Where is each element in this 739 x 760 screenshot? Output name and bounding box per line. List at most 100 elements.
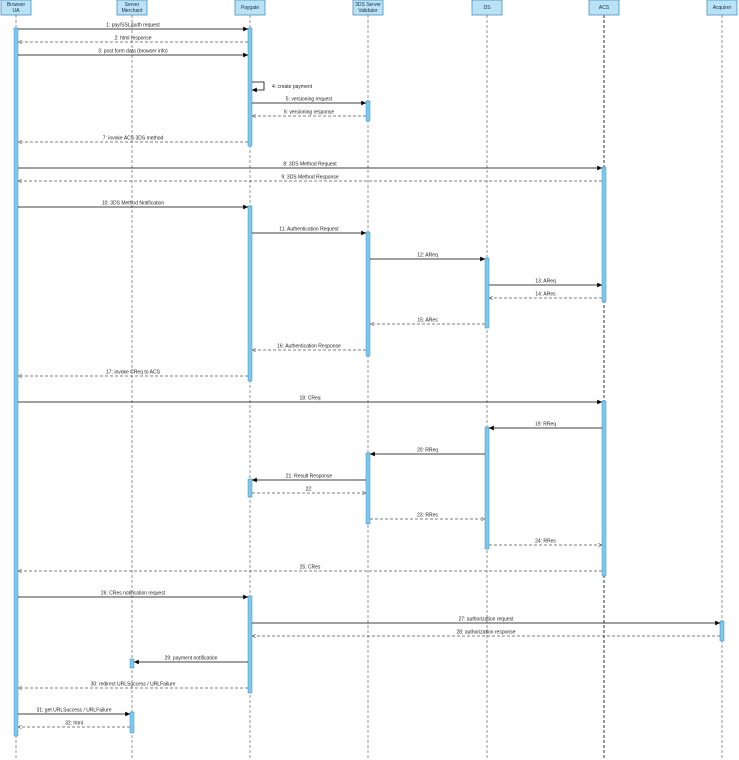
activation-bar [601, 400, 607, 577]
message-14[interactable]: 14: ARes [489, 292, 602, 299]
message-15[interactable]: 15: ARes [370, 318, 485, 325]
message-label: 2: html response [115, 36, 152, 42]
message-label: 14: ARes [535, 292, 556, 298]
message-label: 30: redirect URLSuccess / URLFailure [91, 682, 176, 688]
message-12[interactable]: 12: AReq [370, 253, 485, 262]
message-17[interactable]: 17: invoke CReq to ACS [18, 370, 248, 377]
message-label: 16: Authentication Response [277, 344, 341, 350]
message-10[interactable]: 10: 3DS Method Notification [18, 201, 248, 210]
activation-bar [247, 478, 253, 498]
participant-name: ACS [599, 5, 610, 11]
message-8[interactable]: 8: 3DS Method Request [18, 162, 602, 171]
participant-merchant[interactable]: Server Merchant [116, 0, 148, 16]
message-19[interactable]: 19: RReq [489, 422, 602, 431]
message-label: 11: Authentication Request [279, 227, 339, 233]
self-message-arrow [252, 81, 265, 93]
message-label: 7: invoke ACS 3DS method [103, 136, 164, 142]
message-31[interactable]: 31: get URLSuccess / URLFailure [18, 708, 130, 717]
activation-bar [129, 658, 135, 669]
participant-acquirer[interactable]: Acquirer [706, 0, 738, 16]
participant-name: 3DS Server [355, 2, 381, 8]
message-23[interactable]: 23: RRes [370, 513, 485, 520]
message-27[interactable]: 27: authorization request [252, 617, 720, 626]
message-label: 1: pay/SSL/auth request [106, 23, 160, 29]
message-18[interactable]: 18: CReq [18, 396, 602, 405]
message-label: 20: RReq [417, 448, 438, 454]
message-label: 15: ARes [417, 318, 438, 324]
message-label: 10: 3DS Method Notification [102, 201, 164, 207]
activation-bar [719, 620, 725, 642]
message-3[interactable]: 3: post form data (browser info) [18, 49, 248, 58]
activation-bar [129, 711, 135, 734]
message-label: 25: CRes [300, 565, 321, 571]
activation-bar [247, 205, 253, 382]
activation-bar [484, 257, 490, 329]
message-label: 6: versioning response [284, 110, 335, 116]
message-label: 27: authorization request [458, 617, 514, 623]
activation-bar [601, 166, 607, 303]
message-4[interactable]: 4: create payment [252, 81, 313, 93]
message-label: 4: create payment [272, 84, 313, 90]
participant-ds3[interactable]: 3DS Server Validator [352, 0, 384, 16]
message-9[interactable]: 9: 3DS Method Response [18, 175, 602, 182]
activation-bar [365, 231, 371, 357]
message-29[interactable]: 29: payment notification [134, 656, 248, 665]
activation-bar [484, 426, 490, 550]
participant-name: Acquirer [713, 5, 732, 11]
message-5[interactable]: 5: versioning request [252, 97, 366, 106]
message-16[interactable]: 16: Authentication Response [252, 344, 366, 351]
message-label: 18: CReq [299, 396, 320, 402]
participant-subname: Validator [358, 8, 378, 14]
message-21[interactable]: 21: Result Response [252, 474, 366, 483]
message-1[interactable]: 1: pay/SSL/auth request [18, 23, 248, 32]
participant-subname: UA [13, 8, 21, 14]
message-24[interactable]: 24: RRes [489, 539, 602, 546]
activation-bar [365, 452, 371, 525]
participant-paygate[interactable]: Paygate [234, 0, 266, 16]
message-25[interactable]: 25: CRes [18, 565, 602, 572]
message-label: 8: 3DS Method Request [283, 162, 337, 168]
message-label: 19: RReq [535, 422, 556, 428]
message-11[interactable]: 11: Authentication Request [252, 227, 366, 236]
participant-name: Server [125, 2, 140, 8]
activation-bar [247, 27, 253, 147]
participant-name: Browser [7, 2, 26, 8]
message-26[interactable]: 26: CRes notification request [18, 591, 248, 600]
message-label: 9: 3DS Method Response [281, 175, 338, 181]
message-label: 32: html [65, 721, 83, 727]
activation-bar [247, 595, 253, 694]
message-13[interactable]: 13: AReq [489, 279, 602, 288]
participant-ds[interactable]: DS [471, 0, 503, 16]
message-20[interactable]: 20: RReq [370, 448, 485, 457]
message-22[interactable]: 22: [252, 487, 366, 494]
activation-bar [365, 100, 371, 122]
message-28[interactable]: 28: authorization response [252, 630, 720, 637]
participant-name: DS [484, 5, 492, 11]
participant-name: Paygate [241, 5, 260, 11]
message-label: 29: payment notification [165, 656, 218, 662]
message-label: 24: RRes [535, 539, 556, 545]
message-label: 21: Result Response [286, 474, 333, 480]
lifelines [15, 15, 723, 758]
activation-bar [13, 27, 19, 737]
participant-subname: Merchant [122, 8, 143, 14]
message-label: 23: RRes [417, 513, 438, 519]
messages: 1: pay/SSL/auth request 2: html response 3… [18, 23, 720, 728]
message-label: 28: authorization response [457, 630, 516, 636]
activations [13, 27, 725, 737]
message-2[interactable]: 2: html response [18, 36, 248, 43]
message-30[interactable]: 30: redirect URLSuccess / URLFailure [18, 682, 248, 689]
message-label: 22: [306, 487, 313, 493]
participant-browser[interactable]: Browser UA [0, 0, 32, 16]
message-label: 13: AReq [535, 279, 556, 285]
message-7[interactable]: 7: invoke ACS 3DS method [18, 136, 248, 143]
message-6[interactable]: 6: versioning response [252, 110, 366, 117]
message-label: 3: post form data (browser info) [98, 49, 168, 55]
message-label: 5: versioning request [286, 97, 333, 103]
message-label: 12: AReq [417, 253, 438, 259]
message-32[interactable]: 32: html [18, 721, 130, 728]
message-label: 26: CRes notification request [101, 591, 166, 597]
message-label: 31: get URLSuccess / URLFailure [36, 708, 111, 714]
participant-acs[interactable]: ACS [588, 0, 620, 16]
